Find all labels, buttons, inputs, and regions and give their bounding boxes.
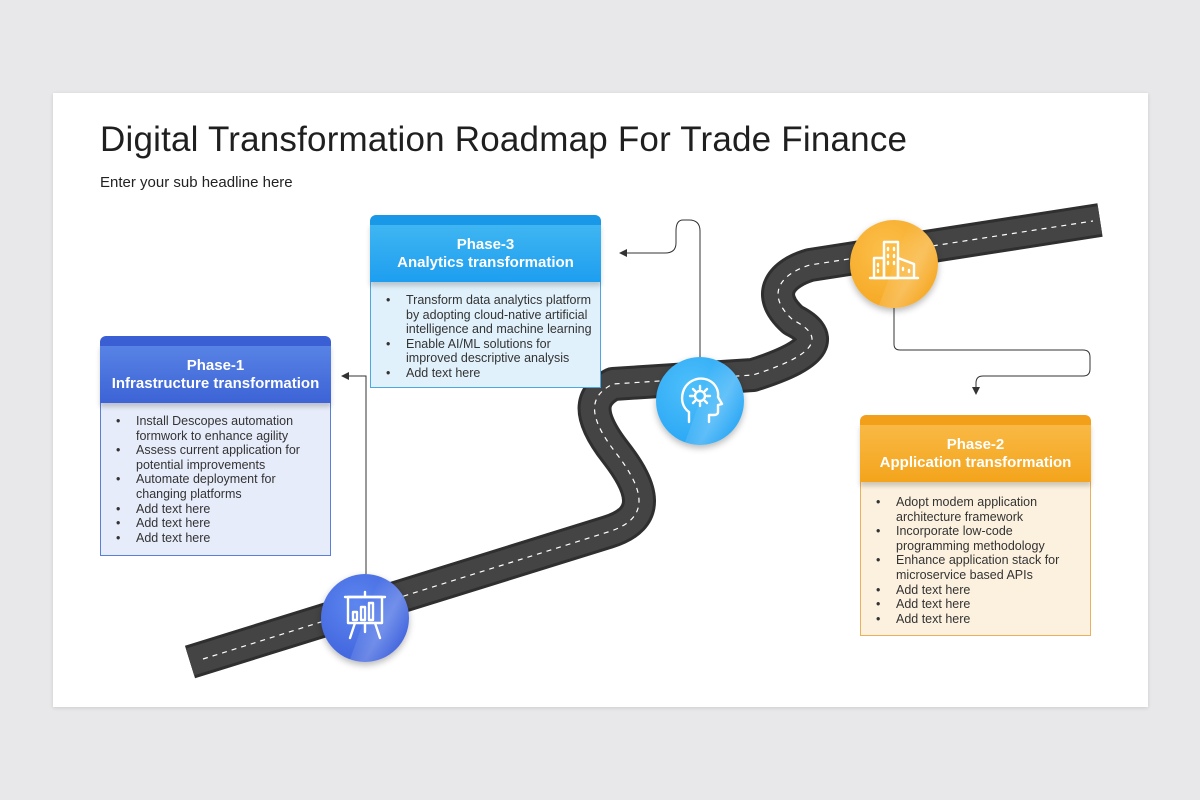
- head-gear-icon: [680, 377, 724, 424]
- slide-title: Digital Transformation Roadmap For Trade…: [100, 120, 908, 159]
- phase-1-label: Phase-1: [186, 357, 245, 374]
- phase-2-card: Phase-2 Application transformation • Ado…: [860, 415, 1091, 637]
- list-item: • Add text here: [386, 365, 481, 380]
- phase-3-card: Phase-3 Analytics transformation • Trans…: [370, 215, 601, 388]
- phase-3-label: Phase-3: [456, 236, 515, 253]
- phase-3-header: Phase-3 Analytics transformation: [370, 215, 601, 282]
- phase-1-node: [321, 574, 409, 662]
- slide: Digital Transformation Roadmap For Trade…: [53, 93, 1148, 707]
- phase-1-card: Phase-1 Infrastructure transformation • …: [100, 336, 331, 557]
- phase-3-name: Analytics transformation: [397, 254, 574, 271]
- phase-2-node: [850, 220, 938, 308]
- presentation-chart-icon: [343, 590, 387, 640]
- slide-subtitle: Enter your sub headline here: [100, 174, 293, 191]
- phase-2-header: Phase-2 Application transformation: [860, 415, 1091, 482]
- phase-2-label: Phase-2: [946, 436, 1005, 453]
- list-item: • Add text here: [876, 582, 971, 597]
- phase-2-name: Application transformation: [879, 454, 1072, 471]
- list-item: • Add text here: [116, 530, 211, 545]
- phase-3-node: [656, 357, 744, 445]
- phase-1-header: Phase-1 Infrastructure transformation: [100, 336, 331, 403]
- list-item: • Add text here: [876, 597, 971, 612]
- buildings-icon: [868, 240, 920, 280]
- phase-1-name: Infrastructure transformation: [111, 375, 320, 392]
- list-item: • Add text here: [116, 501, 211, 516]
- list-item: • Add text here: [876, 611, 971, 626]
- list-item: • Add text here: [116, 516, 211, 531]
